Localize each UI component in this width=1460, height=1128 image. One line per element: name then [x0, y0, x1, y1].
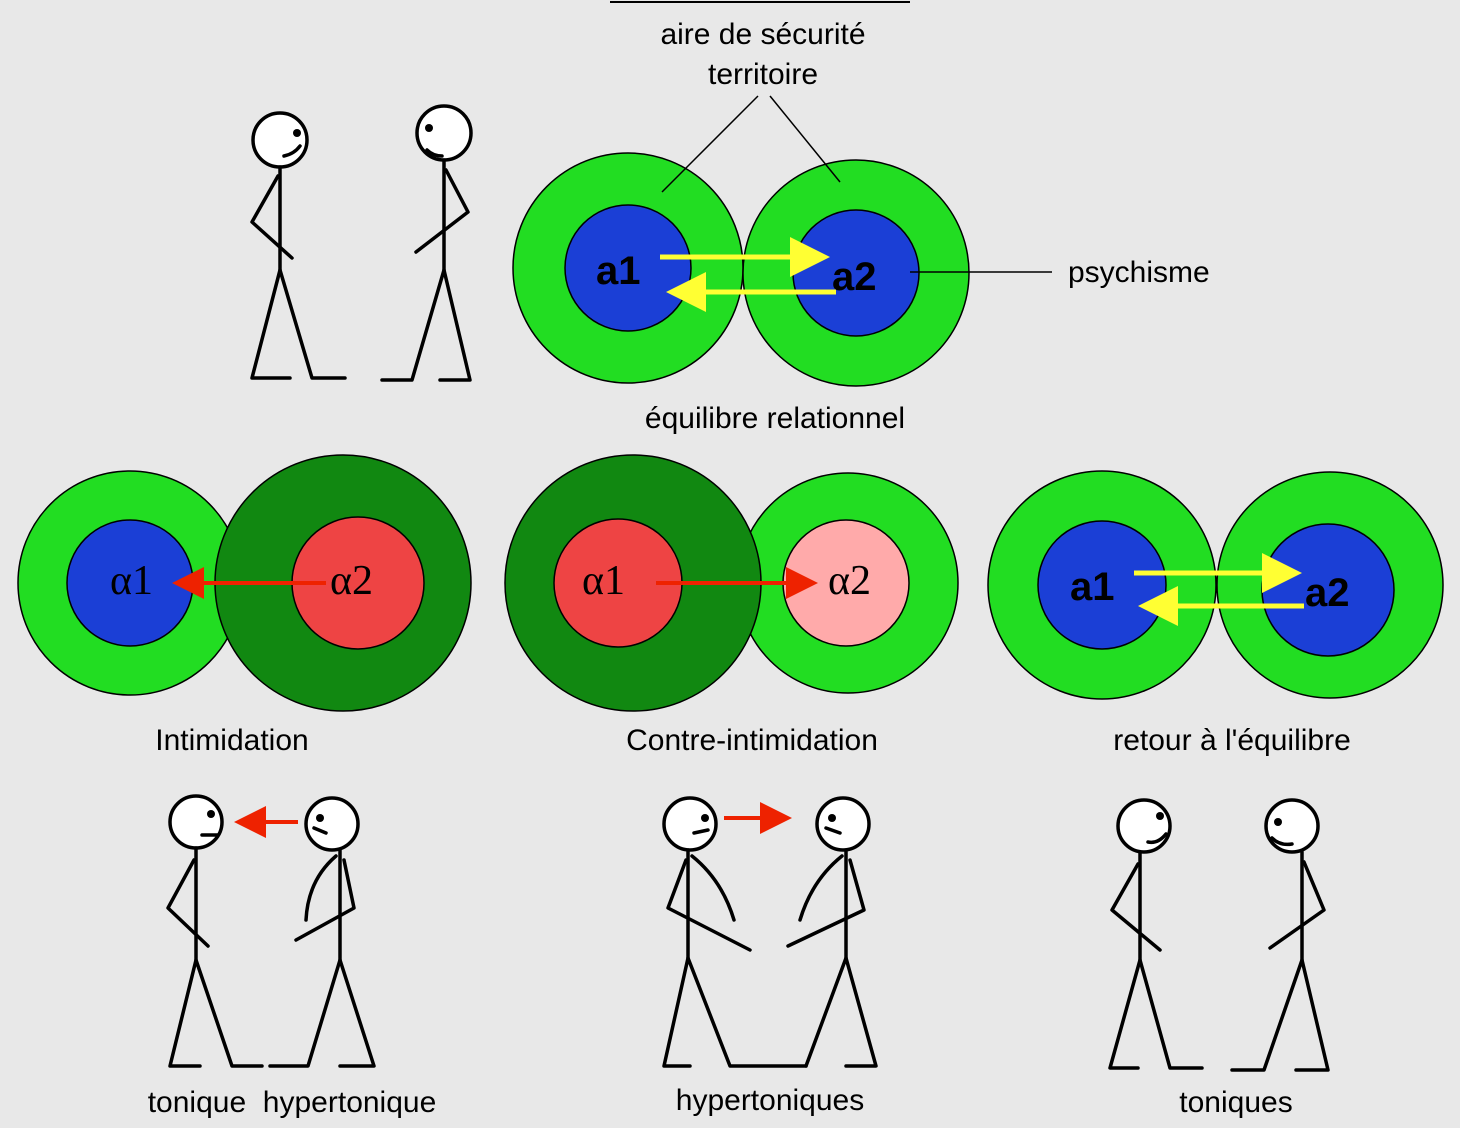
top-circles: a1 a2: [512, 152, 970, 387]
counter-alpha1: α1: [582, 558, 625, 604]
return-a2: a2: [1305, 571, 1350, 615]
figure-hypertonic-right: [268, 796, 376, 1068]
scene-return-balance: a1 a2 retour à l'équilibre: [987, 470, 1444, 757]
psyche-label: psychisme: [1068, 256, 1210, 289]
top-annotations: aire de sécurité territoire psychisme éq…: [645, 18, 1210, 435]
intimidation-alpha1: α1: [110, 558, 153, 604]
return-caption: retour à l'équilibre: [1113, 724, 1351, 757]
counter-caption: Contre-intimidation: [626, 724, 878, 757]
top-caption: équilibre relationnel: [645, 402, 905, 435]
figure-top-left: [250, 111, 347, 380]
figures-return-caption: toniques: [1179, 1086, 1292, 1119]
figure-hypertonic-left: [662, 796, 808, 1068]
figures-counter-caption: hypertoniques: [676, 1084, 864, 1117]
label-a1: a1: [596, 249, 641, 293]
zone-pointer-right: [769, 95, 841, 183]
zone-label-line2: territoire: [708, 58, 818, 91]
figures-counter: hypertoniques: [662, 796, 878, 1117]
intimidation-alpha2: α2: [330, 558, 373, 604]
counter-alpha2: α2: [828, 558, 871, 604]
scene-intimidation: α1 α2 Intimidation: [17, 454, 472, 757]
figures-return: toniques: [1108, 798, 1330, 1119]
intimidation-caption: Intimidation: [155, 724, 308, 757]
top-figures: [250, 104, 473, 382]
zone-pointer-left: [661, 95, 759, 193]
figure-hypertonic-right-2: [786, 796, 878, 1068]
figure-tonic-right-2: [1230, 798, 1330, 1072]
figure-tonic-left: [166, 794, 264, 1068]
figures-intimidation-caption: tonique hypertonique: [148, 1086, 437, 1119]
figure-top-right: [380, 104, 473, 382]
return-a1: a1: [1070, 565, 1115, 609]
zone-label-line1: aire de sécurité: [660, 18, 865, 51]
figures-intimidation: tonique hypertonique: [148, 794, 437, 1119]
figure-tonic-left-2: [1108, 798, 1204, 1070]
label-a2: a2: [832, 255, 877, 299]
scene-counter-intimidation: α1 α2 Contre-intimidation: [504, 454, 959, 757]
psyche-a1: [564, 204, 692, 332]
